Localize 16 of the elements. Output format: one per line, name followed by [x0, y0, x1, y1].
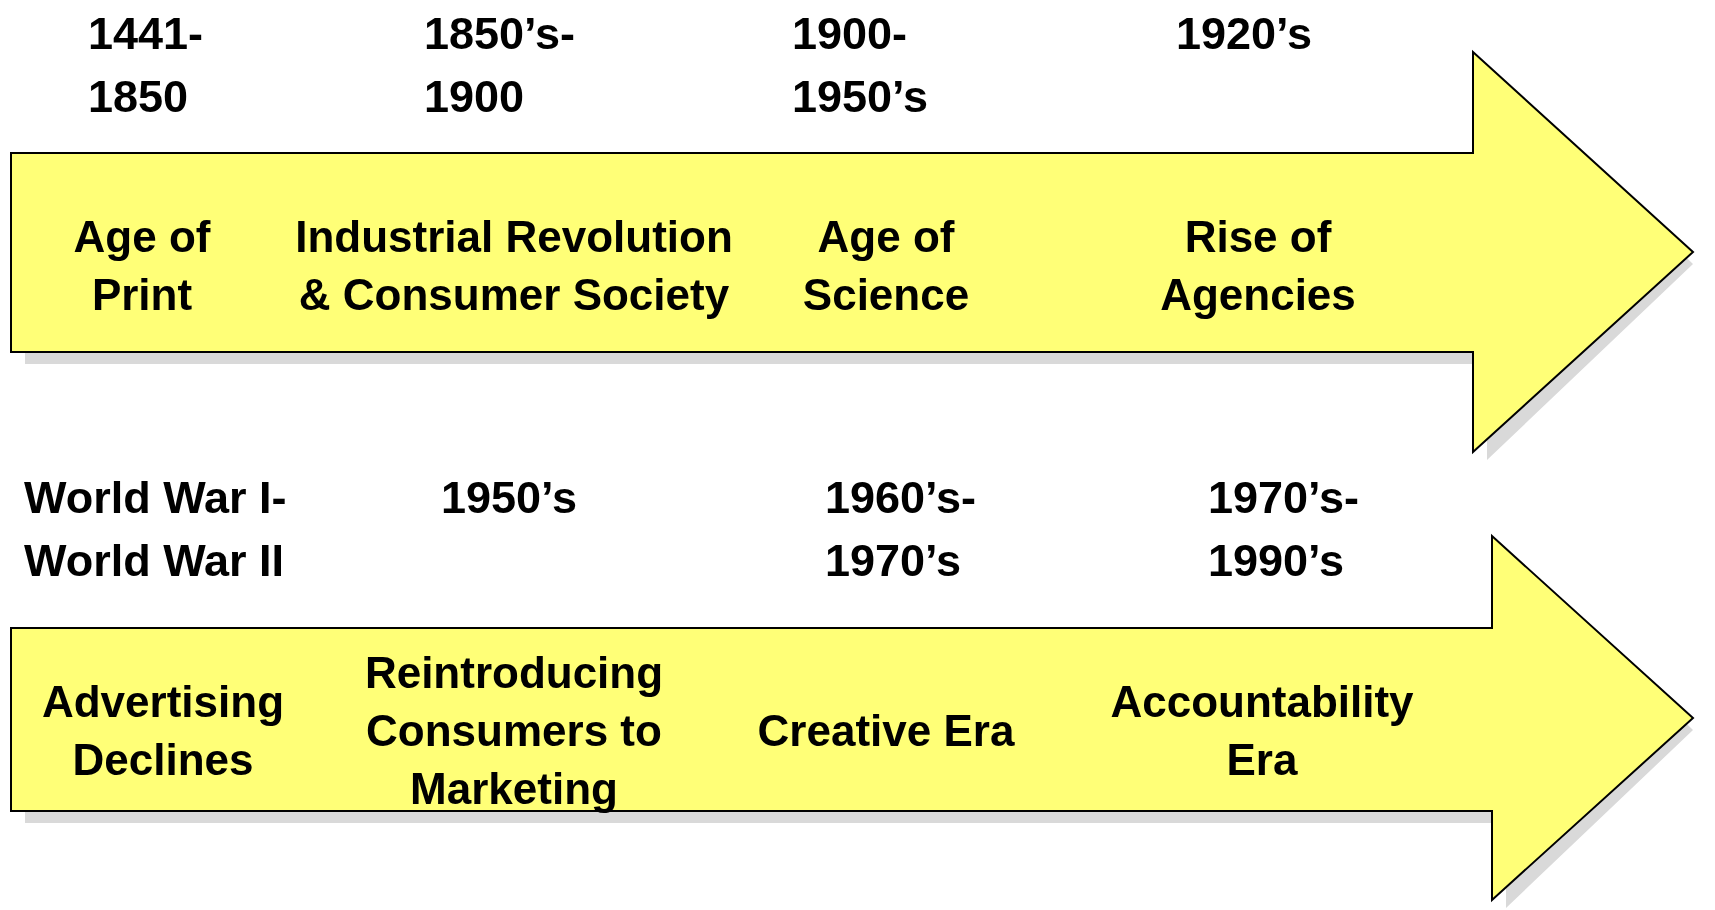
era-label: Age of Science [801, 211, 971, 321]
era-label: Creative Era [756, 705, 1016, 757]
date-label: World War I- World War II [24, 471, 288, 588]
era-label: Industrial Revolution & Consumer Society [294, 211, 734, 321]
era-label: Rise of Agencies [1159, 211, 1357, 321]
era-label: Reintroducing Consumers to Marketing [363, 647, 665, 815]
date-label: 1950’s [441, 471, 578, 525]
era-label: Advertising Declines [40, 676, 285, 786]
era-label: Age of Print [72, 211, 212, 321]
date-label: 1850’s- 1900 [424, 7, 576, 124]
date-label: 1441- 1850 [88, 7, 205, 124]
date-label: 1960’s- 1970’s [825, 471, 977, 588]
date-label: 1900- 1950’s [792, 7, 929, 124]
era-label: Accountability Era [1109, 676, 1415, 786]
date-label: 1920’s [1176, 7, 1313, 61]
date-label: 1970’s- 1990’s [1208, 471, 1360, 588]
